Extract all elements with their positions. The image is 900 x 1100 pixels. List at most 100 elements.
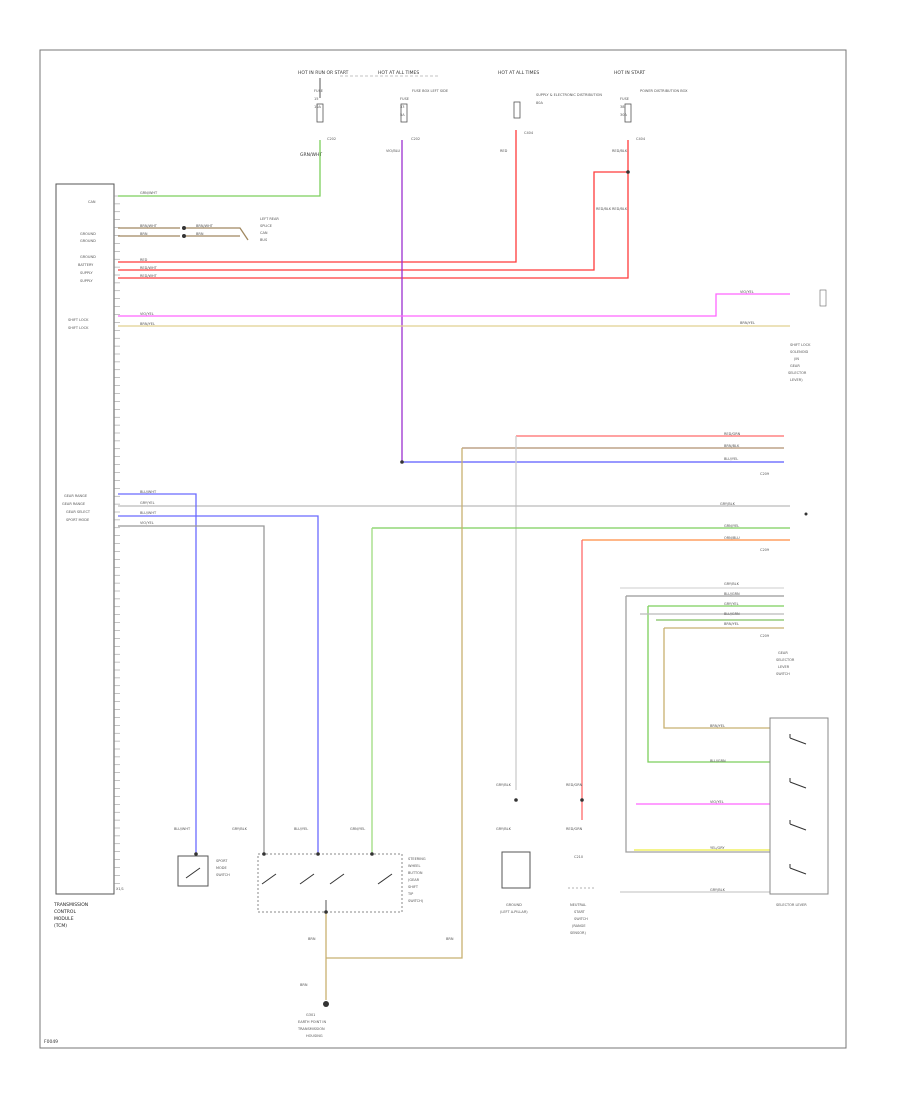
pin-shift2: SHIFT LOCK	[68, 326, 89, 330]
svg-text:TRANSMISSION: TRANSMISSION	[297, 1027, 325, 1031]
svg-text:GRN/YEL: GRN/YEL	[350, 827, 365, 831]
wire-sel-5v	[663, 628, 770, 729]
svg-text:HOT AT ALL TIMES: HOT AT ALL TIMES	[498, 70, 539, 76]
diagram-frame	[39, 49, 847, 1049]
svg-text:(LEFT A-PILLAR): (LEFT A-PILLAR)	[500, 910, 528, 914]
svg-text:BRN/YEL: BRN/YEL	[740, 321, 755, 325]
svg-text:START: START	[574, 910, 586, 914]
svg-text:SWITCH): SWITCH)	[408, 899, 424, 903]
svg-text:10A: 10A	[314, 105, 321, 109]
wire-sup1	[118, 140, 629, 271]
svg-text:GRY/YEL: GRY/YEL	[724, 602, 739, 606]
svg-text:CONTROL: CONTROL	[54, 909, 76, 915]
svg-text:BUS: BUS	[260, 238, 268, 242]
svg-text:SWITCH: SWITCH	[574, 917, 588, 921]
svg-text:CAN: CAN	[260, 231, 268, 235]
svg-text:BLU/YEL: BLU/YEL	[724, 457, 738, 461]
svg-text:BLU/GRN: BLU/GRN	[710, 759, 726, 763]
svg-text:VIO/YEL: VIO/YEL	[710, 800, 724, 804]
svg-text:RED/GRN: RED/GRN	[566, 783, 583, 787]
svg-text:GEAR: GEAR	[790, 364, 800, 368]
svg-text:YEL/GRY: YEL/GRY	[710, 846, 725, 850]
tcm-box	[55, 183, 115, 895]
svg-text:VIO/YEL: VIO/YEL	[140, 312, 154, 316]
selector-switches	[789, 734, 807, 875]
svg-text:C209: C209	[760, 472, 769, 476]
svg-text:SPLICE: SPLICE	[260, 224, 272, 228]
svg-text:LEVER): LEVER)	[790, 378, 803, 382]
svg-text:SENSOR): SENSOR)	[570, 931, 586, 935]
fuse-3: HOT AT ALL TIMES SUPPLY & ELECTRONIC DIS…	[498, 70, 602, 135]
svg-text:5A: 5A	[400, 113, 405, 117]
wire-bat	[118, 130, 517, 263]
pin-gnd1: GROUND	[80, 232, 96, 236]
pin-sm: SPORT MODE	[66, 518, 89, 522]
svg-text:LEVER: LEVER	[778, 665, 790, 669]
svg-text:VIO/BLU: VIO/BLU	[386, 149, 401, 153]
svg-text:STEERING: STEERING	[408, 857, 426, 861]
pin-gr2: GEAR RANGE	[62, 502, 85, 506]
fuse-1: HOT IN RUN OR START FUSE 15 10A C202 GRN…	[298, 70, 349, 158]
svg-text:SWITCH: SWITCH	[776, 672, 790, 676]
cable-label: GROUND (LEFT A-PILLAR)	[500, 903, 528, 914]
pin-shift1: SHIFT LOCK	[68, 318, 89, 322]
svg-text:BRN: BRN	[140, 232, 148, 236]
svg-text:BRN: BRN	[300, 983, 308, 987]
svg-text:G301: G301	[306, 1013, 315, 1017]
svg-text:BLU/WHT: BLU/WHT	[140, 490, 157, 494]
svg-text:C202: C202	[327, 137, 336, 141]
svg-text:HOT AT ALL TIMES: HOT AT ALL TIMES	[378, 70, 419, 76]
svg-text:WHEEL: WHEEL	[408, 864, 421, 868]
pin-sup2: SUPPLY	[80, 279, 93, 283]
pin-can: CAN	[88, 200, 96, 204]
svg-text:30A: 30A	[620, 113, 627, 117]
svg-text:80A: 80A	[536, 101, 543, 105]
svg-text:GRN/WHT: GRN/WHT	[300, 152, 322, 158]
position-sensor-label: NEUTRAL START SWITCH (RANGE SENSOR)	[570, 903, 588, 935]
svg-text:SOLENOID: SOLENOID	[790, 350, 809, 354]
pin-gs: GEAR SELECT	[66, 510, 91, 514]
pin-gnd3: GROUND	[80, 255, 96, 259]
trans-ground-label: G301 EARTH POINT IN TRANSMISSION HOUSING	[297, 1013, 326, 1038]
svg-text:15: 15	[314, 97, 318, 101]
svg-text:GRY/YEL: GRY/YEL	[140, 501, 155, 505]
shift-lock-label: SHIFT LOCK SOLENOID (IN GEAR SELECTOR LE…	[788, 343, 811, 382]
can-splice-label: LEFT REAR SPLICE CAN BUS	[260, 217, 279, 242]
svg-text:BRN: BRN	[308, 937, 316, 941]
wire-gs	[118, 515, 319, 854]
svg-text:RED/WHT: RED/WHT	[140, 274, 158, 278]
wire-sel-2v	[647, 606, 770, 763]
svg-text:VIO/YEL: VIO/YEL	[140, 521, 154, 525]
svg-text:RED/BLK: RED/BLK	[612, 149, 628, 153]
svg-text:HOUSING: HOUSING	[306, 1034, 323, 1038]
svg-text:MODULE: MODULE	[54, 916, 74, 922]
svg-text:TIP: TIP	[407, 892, 413, 896]
svg-text:C404: C404	[524, 131, 534, 135]
svg-text:RED: RED	[500, 149, 508, 153]
svg-text:BRN: BRN	[196, 232, 204, 236]
svg-text:BRN/WHT: BRN/WHT	[140, 224, 158, 228]
svg-text:C210: C210	[574, 855, 583, 859]
svg-text:HOT IN START: HOT IN START	[614, 70, 645, 76]
range-switch-label: STEERING WHEEL BUTTON (GEAR SHIFT TIP SW…	[407, 857, 426, 903]
svg-text:BLU/WHT: BLU/WHT	[140, 511, 157, 515]
svg-text:BRN/BLK: BRN/BLK	[724, 444, 740, 448]
fuse-4: HOT IN START POWER DISTRIBUTION BOX FUSE…	[614, 70, 688, 141]
pin-sup1: SUPPLY	[80, 271, 93, 275]
svg-text:GEAR: GEAR	[778, 651, 788, 655]
svg-text:RED/BLK: RED/BLK	[612, 207, 628, 211]
svg-text:RED/WHT: RED/WHT	[140, 266, 158, 270]
svg-text:SELECTOR: SELECTOR	[776, 658, 795, 662]
svg-text:GRN/WHT: GRN/WHT	[140, 191, 158, 195]
wire-sm	[118, 525, 265, 854]
wire-shift1	[118, 293, 790, 317]
splice-dots	[182, 170, 808, 914]
wire-gr1	[118, 493, 197, 854]
svg-text:MODE: MODE	[216, 866, 227, 870]
selector-lever-box	[769, 717, 829, 895]
selector-lever-label: SELECTOR LEVER	[776, 903, 807, 907]
tcm-title: TRANSMISSION CONTROL MODULE (TCM)	[53, 902, 88, 929]
svg-text:RED: RED	[140, 258, 148, 262]
svg-text:VIO/YEL: VIO/YEL	[740, 290, 754, 294]
